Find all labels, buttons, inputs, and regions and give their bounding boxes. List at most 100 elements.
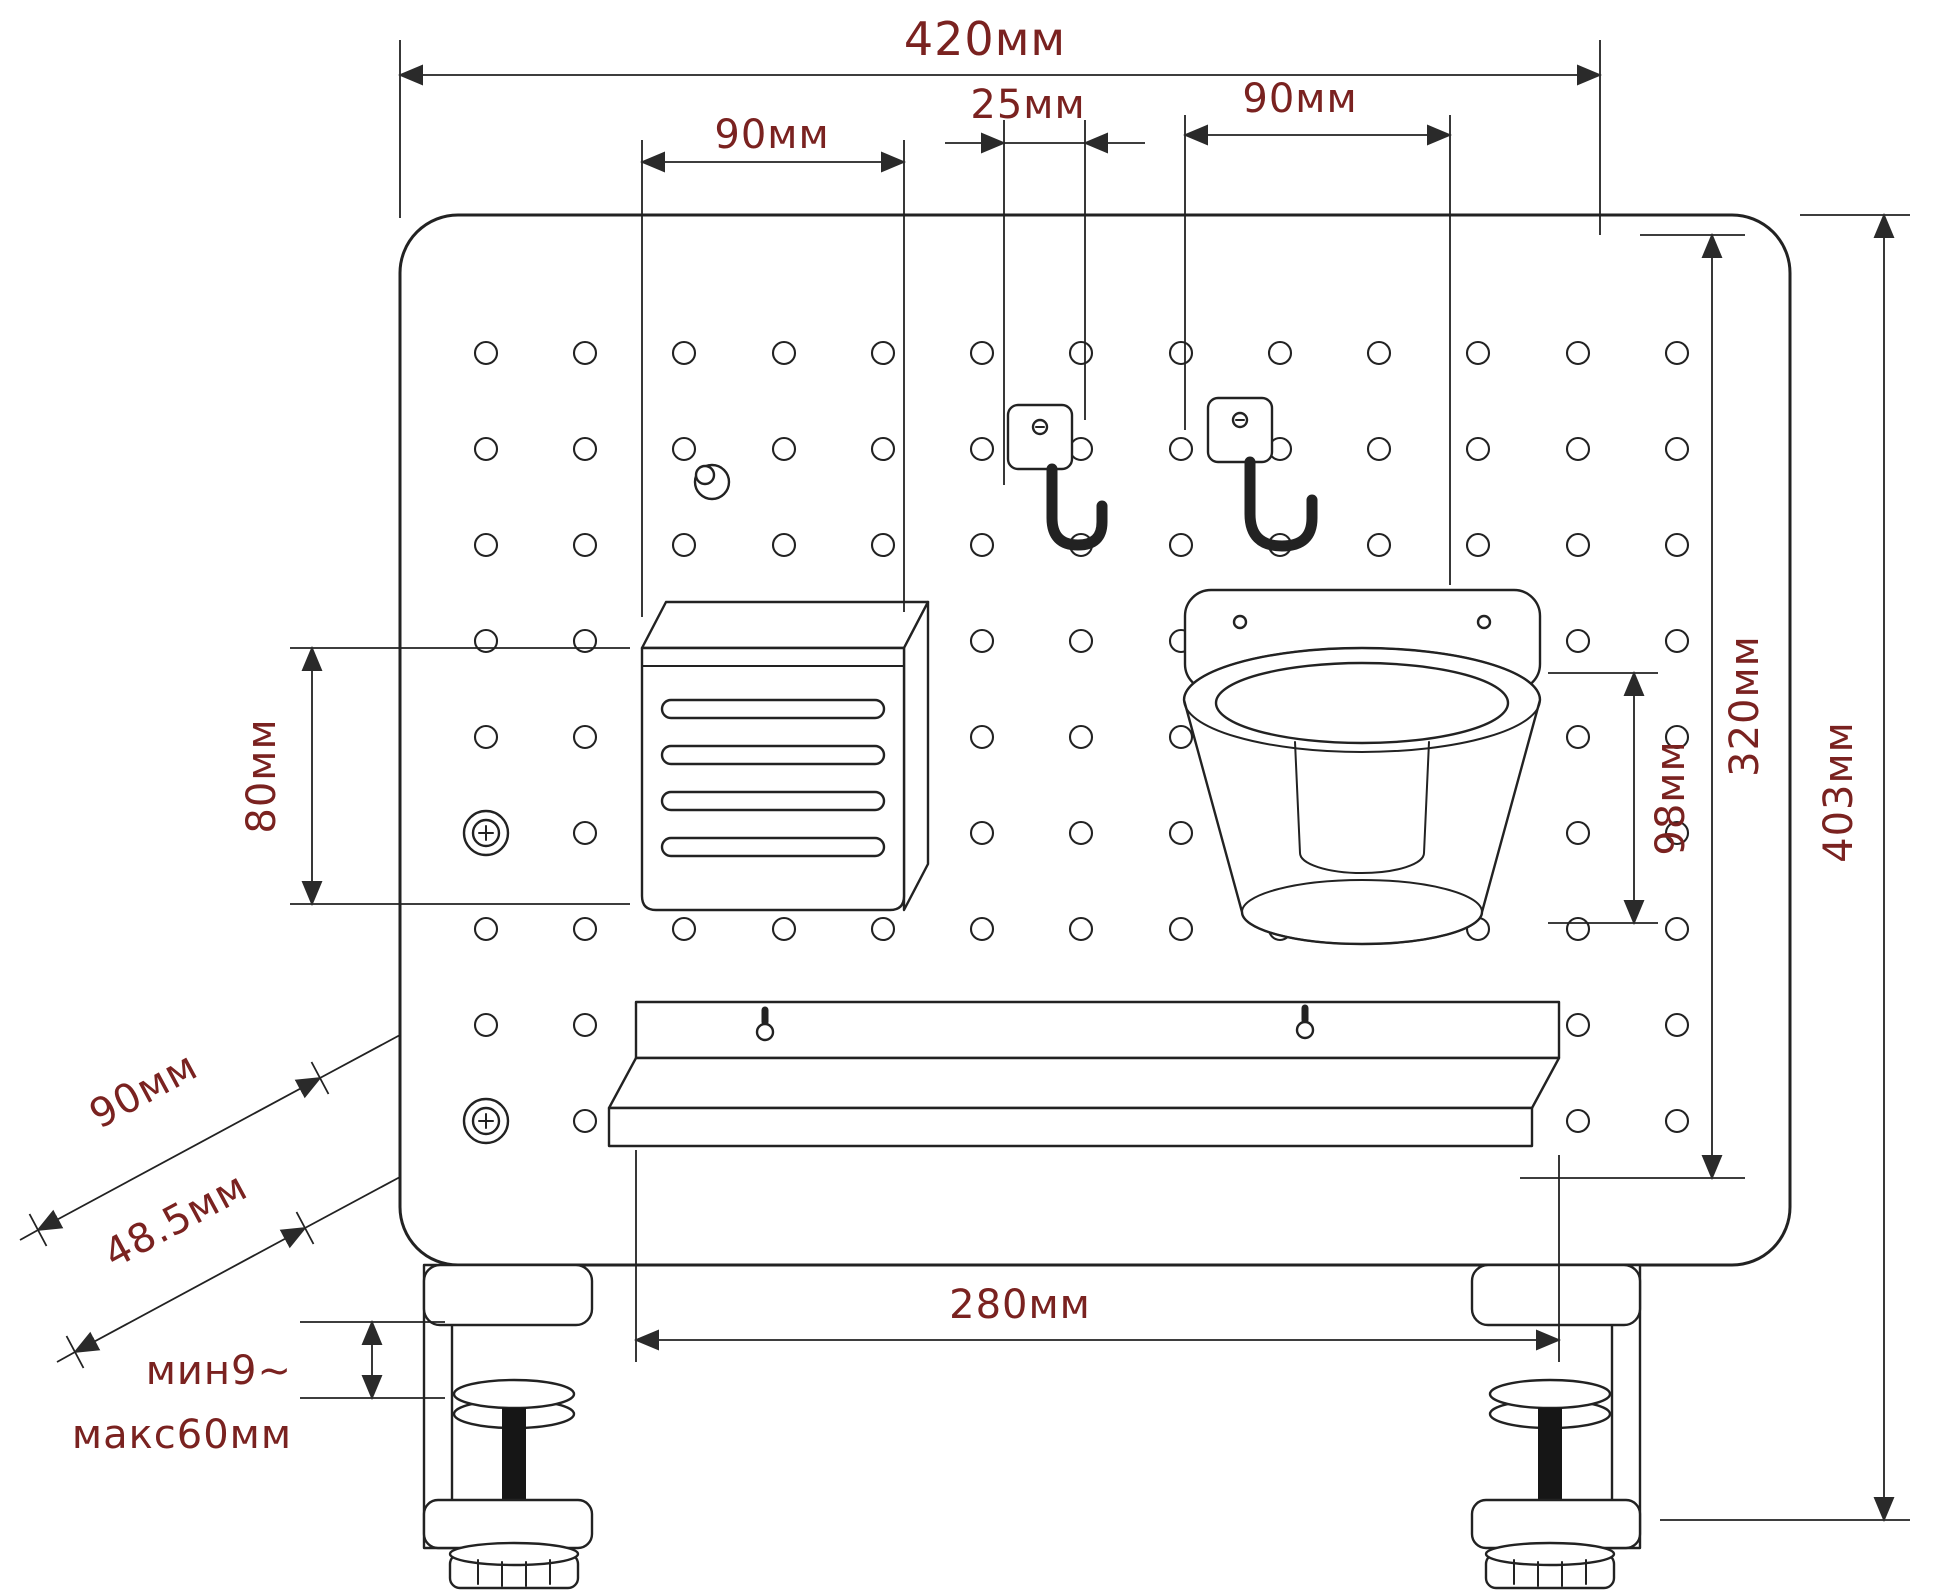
peg-hole xyxy=(572,724,598,750)
peg-hole xyxy=(572,916,598,942)
shelf-back-wall xyxy=(634,1000,1561,1060)
peg-hole xyxy=(1565,340,1591,366)
peg-hole xyxy=(969,628,995,654)
dim-label-depth: 90мм xyxy=(82,1043,205,1138)
peg-hole xyxy=(572,340,598,366)
shelf-front-lip xyxy=(607,1106,1534,1148)
peg-hole xyxy=(572,628,598,654)
peg-hole xyxy=(1068,724,1094,750)
peg-hole xyxy=(671,532,697,558)
hook-right xyxy=(1206,396,1318,552)
peg-hole xyxy=(1565,436,1591,462)
peg-hole xyxy=(1664,1012,1690,1038)
dim-label-clamp-depth: 48.5мм xyxy=(97,1163,256,1277)
peg-hole xyxy=(870,532,896,558)
dimension-clamp-depth: 48.5мм xyxy=(56,1163,401,1369)
basket-top-face xyxy=(640,600,930,650)
desk-clamp-left xyxy=(422,1263,594,1590)
peg-hole xyxy=(671,436,697,462)
dimension-hook-offset: 25мм xyxy=(945,82,1145,485)
peg-knob xyxy=(693,463,731,501)
peg-hole xyxy=(473,1012,499,1038)
cup-rim-inner xyxy=(1214,661,1510,745)
peg-hole xyxy=(572,436,598,462)
peg-hole xyxy=(1565,1012,1591,1038)
peg-hole xyxy=(771,340,797,366)
dim-label-total-height: 403мм xyxy=(1816,721,1862,863)
dimension-total-height: 403мм xyxy=(1660,212,1910,1523)
basket-slot xyxy=(660,698,886,720)
dimension-right-span: 90мм xyxy=(1182,76,1453,585)
peg-hole xyxy=(969,436,995,462)
peg-hole xyxy=(1465,340,1491,366)
dim-label-panel-width: 420мм xyxy=(904,12,1066,66)
peg-hole xyxy=(1168,916,1194,942)
peg-hole xyxy=(1068,436,1094,462)
shelf-keyhole-right xyxy=(1295,1004,1315,1040)
peg-hole xyxy=(572,820,598,846)
peg-hole xyxy=(1168,820,1194,846)
peg-hole xyxy=(1664,628,1690,654)
dim-label-board-height: 320мм xyxy=(1722,635,1768,777)
peg-hole xyxy=(1366,340,1392,366)
shelf xyxy=(607,1000,1561,1148)
clamp-screw-rod xyxy=(502,1408,526,1508)
peg-hole xyxy=(1565,820,1591,846)
mesh-basket xyxy=(640,600,930,912)
peg-hole xyxy=(671,916,697,942)
cup-front-cutout xyxy=(1294,741,1430,874)
clamp-screw-rod xyxy=(1538,1408,1562,1508)
peg-hole xyxy=(1465,532,1491,558)
dim-label-left-span: 90мм xyxy=(714,112,829,158)
peg-hole xyxy=(771,916,797,942)
shelf-keyhole-left xyxy=(755,1006,775,1042)
peg-hole xyxy=(1366,532,1392,558)
dim-label-right-span: 90мм xyxy=(1242,76,1357,122)
hook-right-arm xyxy=(1244,456,1318,552)
peg-hole xyxy=(1465,436,1491,462)
clamp-upper-jaw xyxy=(1470,1263,1642,1327)
peg-hole xyxy=(1168,340,1194,366)
peg-hole xyxy=(572,1012,598,1038)
lock-screw-lower xyxy=(462,1097,510,1145)
peg-hole xyxy=(870,436,896,462)
cup-rim-outer xyxy=(1183,647,1541,753)
clamp-upper-jaw xyxy=(422,1263,594,1327)
dimension-basket-height: 80мм xyxy=(239,645,630,907)
dimension-left-span: 90мм xyxy=(639,112,907,617)
peg-hole xyxy=(1565,628,1591,654)
peg-hole xyxy=(671,340,697,366)
peg-hole xyxy=(473,436,499,462)
dim-label-desk-max: макс60мм xyxy=(72,1412,292,1458)
peg-hole xyxy=(1565,1108,1591,1134)
peg-hole xyxy=(1068,340,1094,366)
basket-slot xyxy=(660,744,886,766)
peg-hole xyxy=(969,724,995,750)
peg-hole xyxy=(1068,916,1094,942)
peg-hole xyxy=(1664,436,1690,462)
hook-left xyxy=(1006,403,1108,551)
cup-bottom xyxy=(1241,879,1483,945)
peg-hole xyxy=(1068,628,1094,654)
peg-hole xyxy=(473,628,499,654)
dimension-panel-width: 420мм xyxy=(397,12,1603,235)
cup-holder xyxy=(1182,588,1542,946)
dim-label-hook-offset: 25мм xyxy=(970,82,1085,128)
peg-hole xyxy=(870,340,896,366)
dim-label-basket-height: 80мм xyxy=(239,718,285,833)
peg-hole xyxy=(969,340,995,366)
peg-hole xyxy=(1267,340,1293,366)
peg-hole xyxy=(1366,436,1392,462)
basket-slot xyxy=(660,836,886,858)
basket-side-face xyxy=(902,600,930,912)
hook-left-arm xyxy=(1046,463,1108,551)
clamp-foot xyxy=(1470,1498,1642,1550)
peg-hole xyxy=(1068,820,1094,846)
basket-slot xyxy=(660,790,886,812)
clamp-pad-washer xyxy=(1488,1378,1612,1410)
peg-hole xyxy=(1168,532,1194,558)
dimension-desk-thickness: мин9~ макс60мм xyxy=(72,1319,445,1458)
peg-hole xyxy=(1664,916,1690,942)
